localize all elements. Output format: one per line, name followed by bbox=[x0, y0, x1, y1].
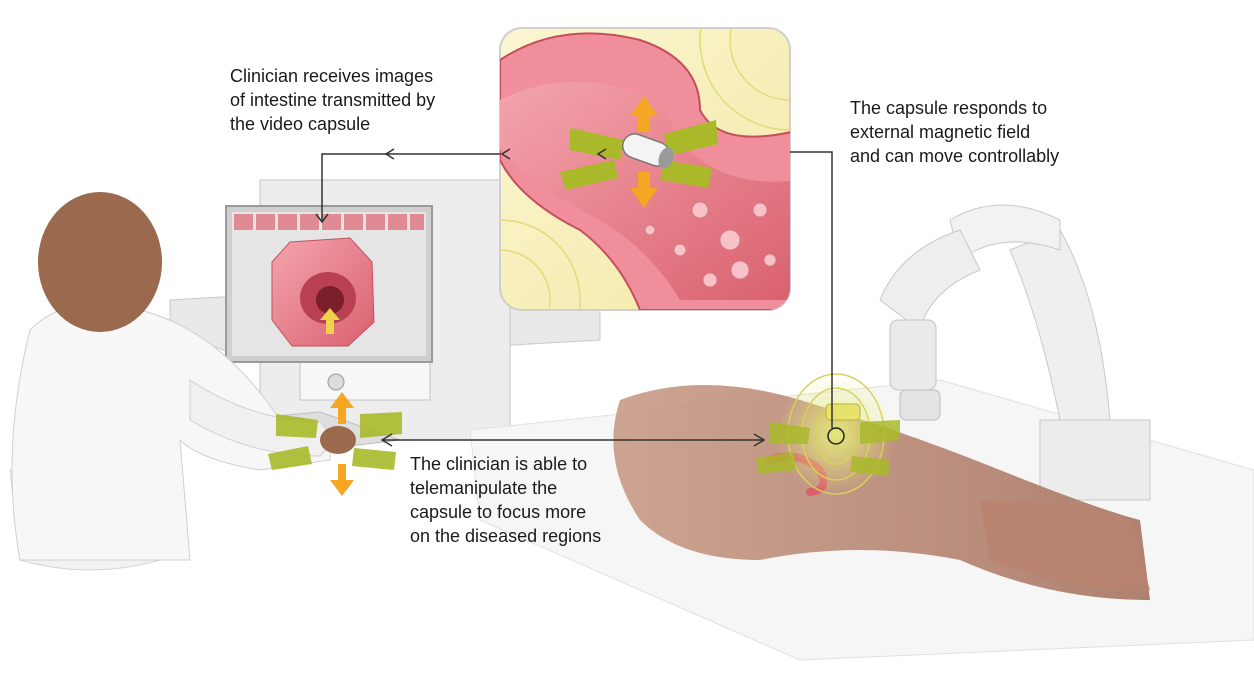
hand-move-arrows-icon bbox=[268, 392, 402, 496]
robot-arm bbox=[879, 204, 1151, 501]
telemanipulate-line-4: on the diseased regions bbox=[410, 526, 602, 546]
clinician-receives-line-3: the video capsule bbox=[230, 114, 371, 134]
capsule-move-arrows-icon bbox=[560, 96, 718, 208]
capsule-responds-line-1: The capsule responds to bbox=[850, 98, 1048, 118]
connector-lines bbox=[315, 148, 833, 447]
screen-arrow-up bbox=[320, 308, 340, 334]
clinician-hand bbox=[320, 426, 356, 454]
clinician-receives-line-2: of intestine transmitted by bbox=[230, 90, 436, 110]
tower-knob bbox=[327, 373, 345, 391]
magnet-end-effector bbox=[825, 403, 861, 421]
clinician-receives-line-1: Clinician receives images bbox=[230, 66, 434, 86]
image-transmission-line bbox=[321, 153, 500, 222]
magnified-inset-panel bbox=[499, 27, 791, 311]
clinician bbox=[11, 192, 356, 561]
patient-area bbox=[469, 204, 1254, 661]
thumbnail-strip bbox=[234, 214, 424, 230]
telemanipulate-line-2: telemanipulate the bbox=[410, 478, 558, 498]
telemanipulate-line-3: capsule to focus more bbox=[410, 502, 587, 522]
polyps bbox=[644, 201, 777, 288]
capsule-responds-line-2: external magnetic field bbox=[850, 122, 1031, 142]
capsule-responds-line-3: and can move controllably bbox=[850, 146, 1060, 166]
capsule-callout-line bbox=[790, 151, 833, 428]
capsule-target-marker bbox=[827, 427, 845, 445]
telemanipulate-line-1: The clinician is able to bbox=[410, 454, 588, 474]
clinician-receives-label: Clinician receives images of intestine t… bbox=[230, 64, 435, 136]
capsule-responds-label: The capsule responds to external magneti… bbox=[850, 96, 1059, 168]
telemanipulate-label: The clinician is able to telemanipulate … bbox=[410, 452, 601, 548]
patient-move-arrows-icon bbox=[756, 420, 900, 476]
patient-legs bbox=[980, 500, 1150, 590]
capsule-camera-icon bbox=[621, 133, 674, 169]
clinician-head bbox=[38, 192, 162, 332]
